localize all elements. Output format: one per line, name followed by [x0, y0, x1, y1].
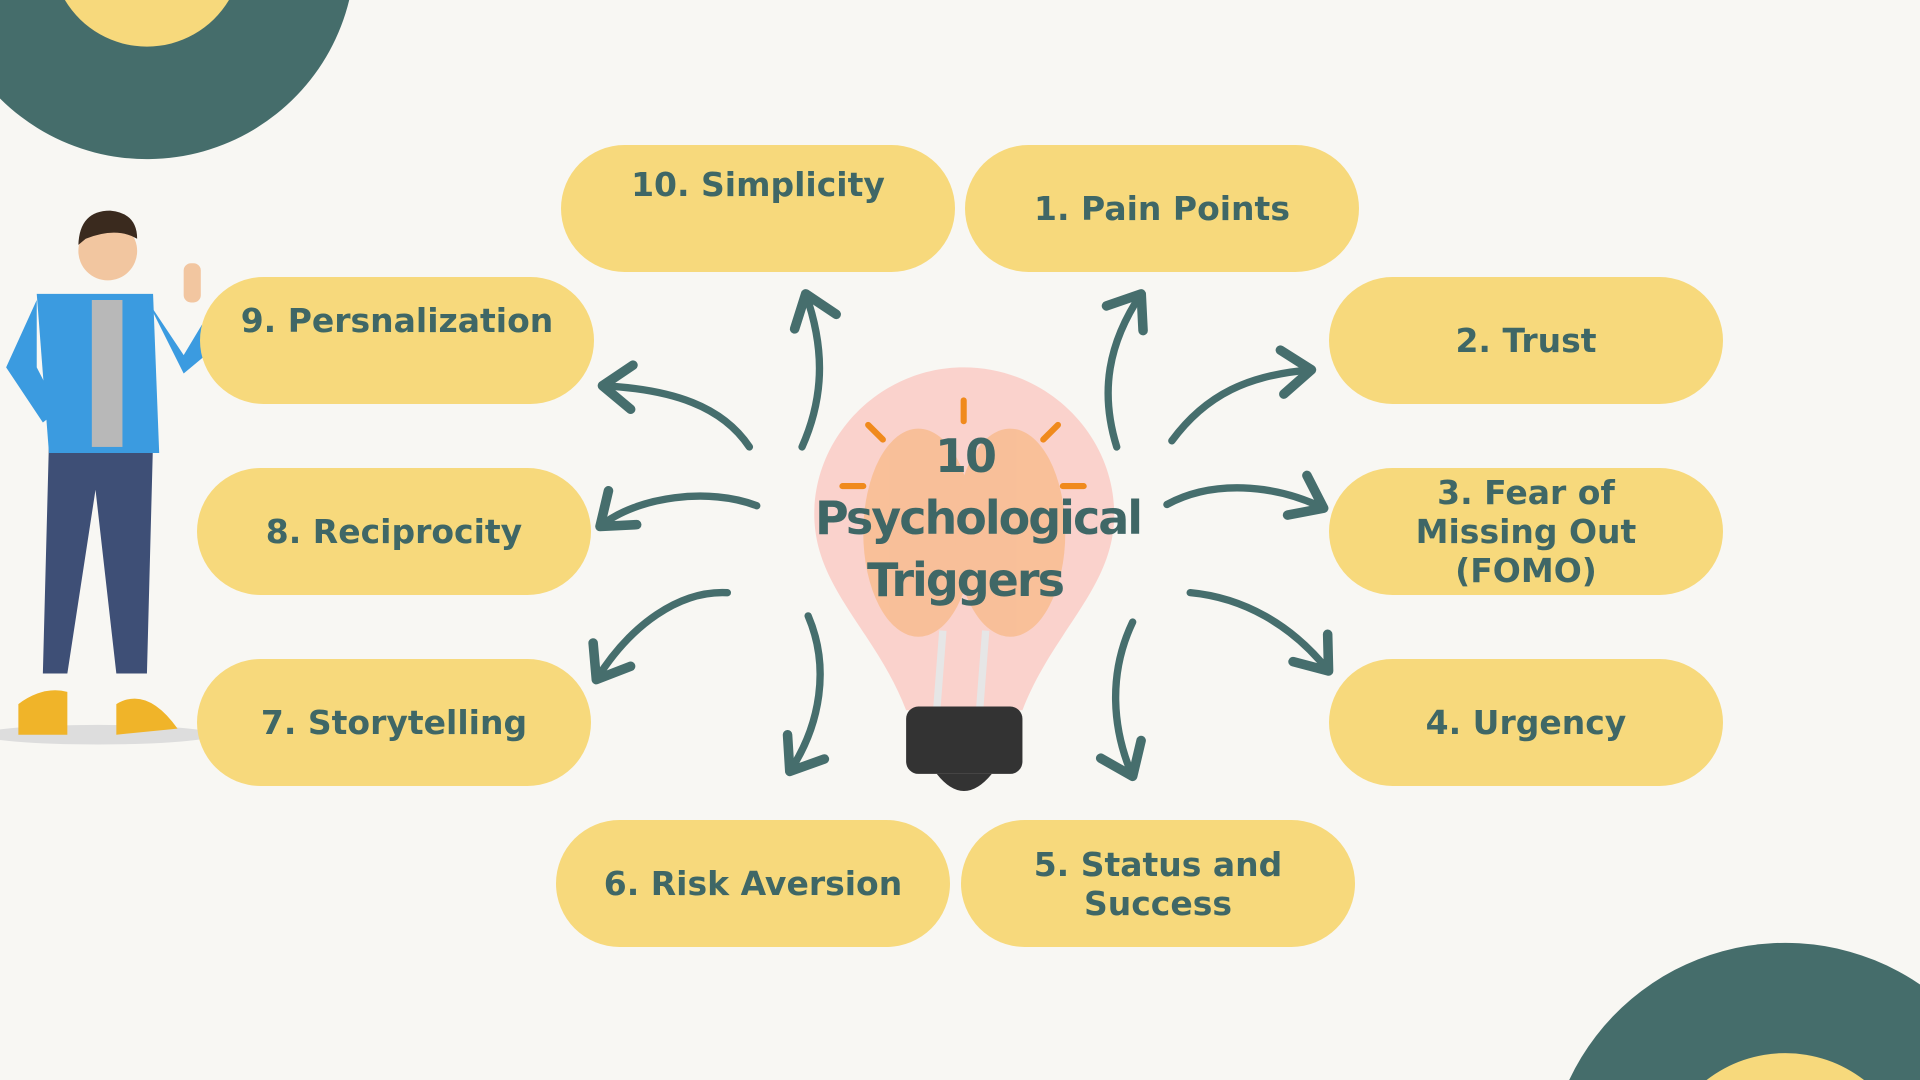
trigger-risk-aversion: 6. Risk Aversion: [556, 820, 950, 947]
trigger-status-and-success: 5. Status and Success: [961, 820, 1355, 947]
arrow-to-reciprocity: [595, 486, 761, 532]
arrow-to-fomo: [1163, 470, 1329, 520]
arrow-to-pain-points: [1101, 289, 1148, 451]
trigger-personalization: 9. Persnalization: [200, 277, 594, 404]
arrows: [588, 289, 1334, 782]
arrow-to-status: [1095, 618, 1146, 782]
trigger-pain-points: 1. Pain Points: [965, 145, 1359, 272]
arrow-to-simplicity: [789, 289, 841, 451]
corner-decoration-top-left: [0, 0, 350, 160]
central-title: 10 Psychological Triggers: [815, 425, 1143, 611]
trigger-fomo: 3. Fear of Missing Out (FOMO): [1329, 468, 1723, 595]
title-number: 10: [934, 429, 997, 483]
title-line-2: Psychological: [815, 491, 1143, 545]
corner-decoration-bottom-right: [1569, 942, 1920, 1080]
arrow-to-trust: [1168, 345, 1317, 445]
arrow-to-storytelling: [588, 588, 732, 685]
trigger-urgency: 4. Urgency: [1329, 659, 1723, 786]
trigger-storytelling: 7. Storytelling: [197, 659, 591, 786]
trigger-reciprocity: 8. Reciprocity: [197, 468, 591, 595]
trigger-simplicity: 10. Simplicity: [561, 145, 955, 272]
arrow-to-risk-aversion: [782, 612, 830, 777]
person-illustration: [0, 210, 215, 745]
title-line-3: Triggers: [867, 553, 1065, 607]
arrow-to-personalization: [597, 360, 754, 451]
lightbulb-icon: [814, 367, 1115, 792]
arrow-to-urgency: [1186, 588, 1334, 676]
trigger-trust: 2. Trust: [1329, 277, 1723, 404]
